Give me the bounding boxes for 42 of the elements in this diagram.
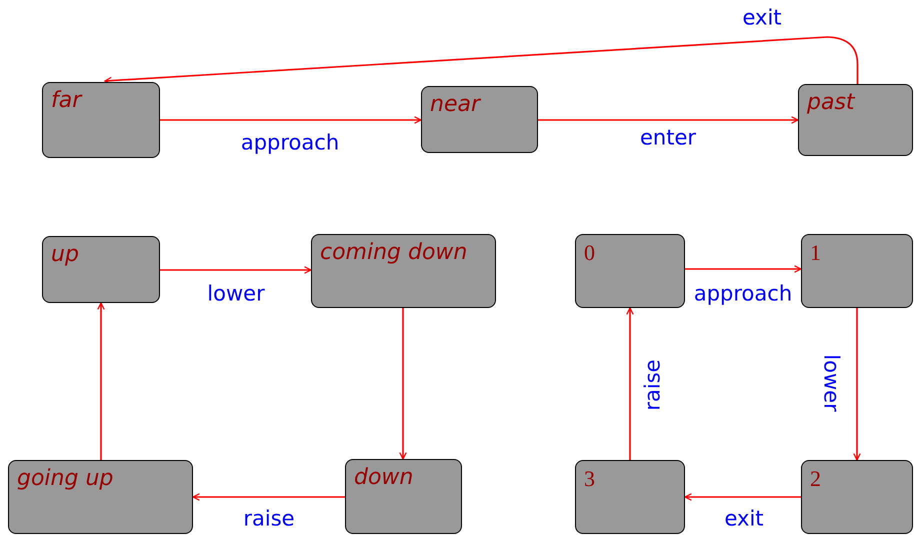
state-box [801,460,913,534]
state-box [801,234,913,308]
state-name: near [430,91,480,118]
edge-label: lower [820,354,842,412]
arrow [853,308,861,461]
edge-label: lower [207,284,265,304]
state-name: up [51,241,79,268]
state-box [421,86,538,153]
arrow [97,302,105,460]
state-box [42,82,160,158]
state-box [311,234,496,308]
state-name: going up [17,465,114,492]
state-name: 2 [810,465,821,492]
arrow [399,308,407,460]
state-name: coming down [320,239,468,266]
arrow [160,116,422,124]
state-box [575,234,685,308]
state-name: far [51,87,82,114]
edge-label: approach [240,132,340,154]
state-box [42,236,160,303]
edge-label: exit [724,508,764,530]
state-box [8,460,193,534]
state-name: down [354,464,414,492]
edge-label: raise [243,508,295,530]
state-box [798,84,913,156]
edge-label: enter [640,128,696,148]
state-box [345,459,462,534]
state-name: past [807,89,855,116]
arrow [192,493,345,501]
arrow [160,266,312,274]
arrow [538,116,799,124]
arrow [685,265,802,273]
state-name: 0 [584,239,595,266]
arrow [104,36,858,84]
arrow [626,307,634,460]
edge-label: raise [642,359,664,411]
state-name: 3 [584,465,595,492]
arrow [684,493,801,501]
edge-label: approach [694,284,792,304]
state-box [575,460,685,534]
edge-label: exit [742,8,782,28]
state-name: 1 [810,239,821,266]
